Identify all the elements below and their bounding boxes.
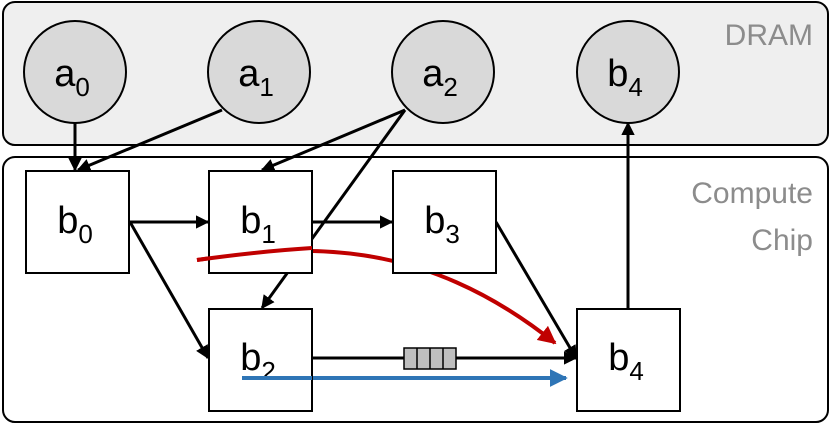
svg-text:b3: b3 xyxy=(424,200,460,249)
node-a1: a1 xyxy=(207,20,311,124)
node-b1-base: b xyxy=(240,200,261,242)
node-a2-base: a xyxy=(422,53,444,95)
node-b3: b3 xyxy=(392,170,497,274)
edge-a1-b0 xyxy=(76,108,223,172)
node-b4-sub: 4 xyxy=(629,356,643,386)
node-a1-sub: 1 xyxy=(259,72,273,102)
node-b0: b0 xyxy=(25,170,130,274)
fifo-buffer-icon xyxy=(403,347,457,370)
node-b4: b4 xyxy=(576,308,681,412)
node-b4-dram-sub: 4 xyxy=(628,72,642,102)
chip-label: Chip xyxy=(751,224,813,257)
svg-text:b0: b0 xyxy=(57,200,93,249)
edge-a2-b1 xyxy=(260,108,406,172)
node-b2-base: b xyxy=(240,337,261,379)
red-path-overlay xyxy=(196,246,313,262)
svg-text:b4: b4 xyxy=(608,337,644,386)
node-b2: b2 xyxy=(208,308,313,412)
node-b4-dram: b4 xyxy=(576,20,680,124)
svg-text:a0: a0 xyxy=(54,53,90,102)
node-b4-dram-base: b xyxy=(607,53,628,95)
svg-text:b1: b1 xyxy=(240,200,276,249)
node-a1-base: a xyxy=(238,53,260,95)
node-b1: b1 xyxy=(208,170,313,274)
node-b3-sub: 3 xyxy=(445,219,459,249)
node-a0-base: a xyxy=(54,53,76,95)
node-b0-base: b xyxy=(57,200,78,242)
node-a2-sub: 2 xyxy=(443,72,457,102)
edge-a2-b2 xyxy=(260,109,407,310)
node-b4-base: b xyxy=(608,337,629,379)
compute-label: Compute xyxy=(691,177,813,210)
svg-text:b4: b4 xyxy=(607,53,643,102)
svg-text:a1: a1 xyxy=(238,53,274,102)
node-a0-sub: 0 xyxy=(75,72,89,102)
node-b2-sub: 2 xyxy=(261,356,275,386)
node-a0: a0 xyxy=(23,20,127,124)
node-b0-sub: 0 xyxy=(78,219,92,249)
dram-label: DRAM xyxy=(725,19,813,52)
node-a2: a2 xyxy=(391,20,495,124)
node-b1-sub: 1 xyxy=(261,219,275,249)
edge-b0-b2 xyxy=(128,221,210,360)
node-b3-base: b xyxy=(424,200,445,242)
svg-text:a2: a2 xyxy=(422,53,458,102)
edge-b3-b4 xyxy=(494,221,578,360)
